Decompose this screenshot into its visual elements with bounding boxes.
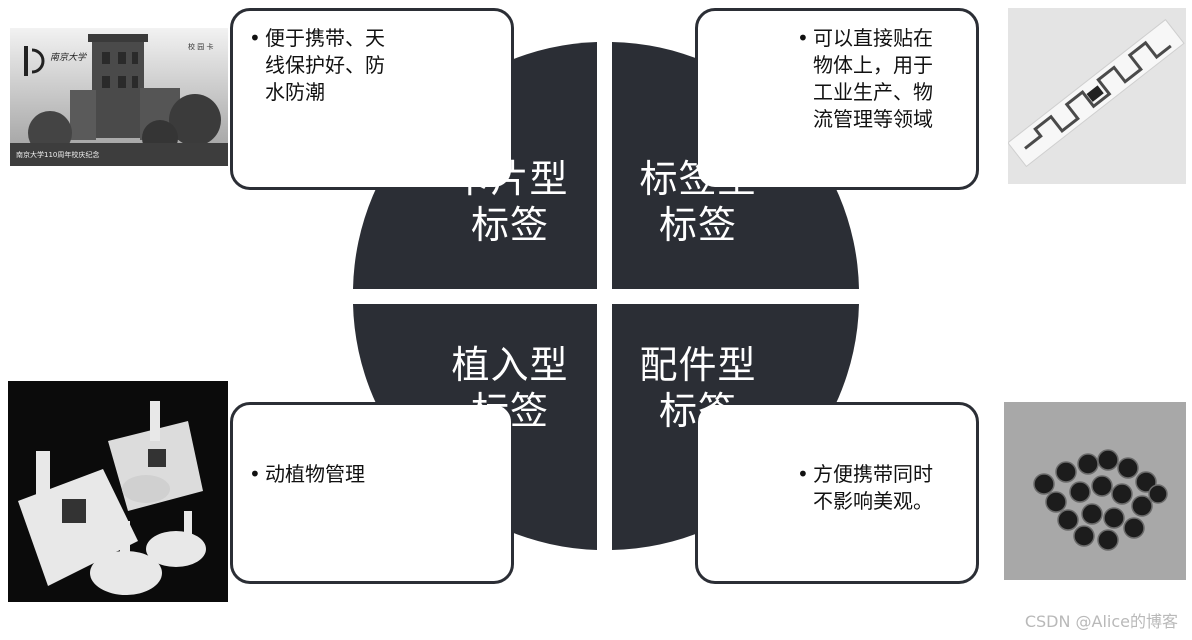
- label-accessory-tag: 配件型 标签: [618, 342, 778, 434]
- bullet-dot: •: [249, 461, 261, 488]
- bullet-dot: •: [797, 25, 809, 52]
- desc-text-top-left: • 便于携带、天 线保护好、防 水防潮: [265, 25, 385, 106]
- bullet-dot: •: [249, 25, 261, 52]
- card-side-text: 校 园 卡: [188, 42, 213, 52]
- label-label-tag: 标签型 标签: [618, 156, 778, 248]
- campus-card-photo: 南京大学 校 园 卡 南京大学110周年校庆纪念: [10, 28, 228, 166]
- label-tag-photo: [1008, 8, 1186, 184]
- desc-text-bottom-left: • 动植物管理: [265, 461, 365, 488]
- button-tags-photo: [1004, 402, 1186, 580]
- bullet-dot: •: [797, 461, 809, 488]
- card-logo-text: 南京大学: [50, 50, 86, 63]
- label-card-tag: 卡片型 标签: [430, 156, 590, 248]
- label-implant-tag: 植入型 标签: [430, 342, 590, 434]
- desc-text-top-right: • 可以直接贴在 物体上，用于 工业生产、物 流管理等领域: [813, 25, 933, 133]
- desc-text-bottom-right: • 方便携带同时 不影响美观。: [813, 461, 933, 515]
- ear-tag-photo: [8, 381, 228, 602]
- watermark: CSDN @Alice的博客: [1025, 608, 1178, 632]
- card-caption: 南京大学110周年校庆纪念: [16, 150, 99, 160]
